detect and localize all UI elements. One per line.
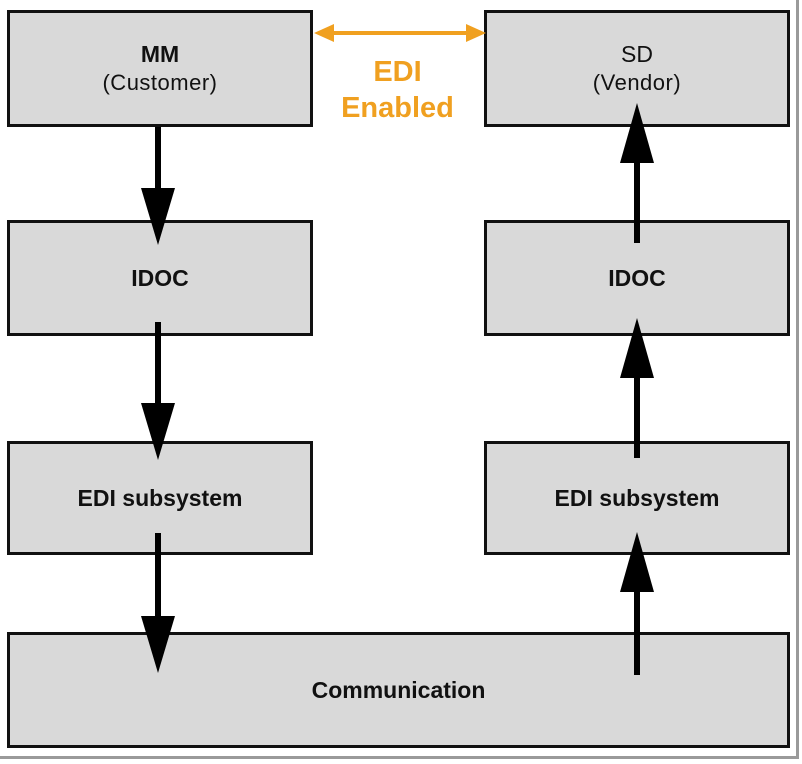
box-edi-subsystem-right-title: EDI subsystem bbox=[554, 484, 720, 511]
box-mm-title: MM bbox=[140, 41, 180, 68]
box-communication: Communication bbox=[7, 632, 790, 748]
edi-label-line2: Enabled bbox=[341, 92, 454, 125]
box-mm-subtitle: (Customer) bbox=[102, 70, 218, 96]
box-sd-subtitle: (Vendor) bbox=[592, 70, 682, 96]
arrow-mm-to-idoc bbox=[141, 127, 175, 245]
box-edi-subsystem-left-title: EDI subsystem bbox=[77, 484, 243, 511]
arrow-edi-left-to-communication bbox=[141, 533, 175, 673]
box-mm-customer: MM (Customer) bbox=[7, 10, 313, 127]
box-sd-title: SD bbox=[621, 41, 653, 68]
edi-enabled-label: EDI Enabled bbox=[330, 54, 465, 127]
box-idoc-right-title: IDOC bbox=[608, 264, 666, 291]
box-idoc-left-title: IDOC bbox=[131, 264, 189, 291]
edi-enabled-double-arrow bbox=[314, 24, 486, 42]
arrow-communication-to-edi-right bbox=[620, 532, 654, 675]
arrow-edi-right-to-idoc bbox=[620, 318, 654, 458]
edi-label-line1: EDI bbox=[373, 56, 422, 88]
arrow-idoc-to-edi-left bbox=[141, 322, 175, 460]
arrow-idoc-to-sd bbox=[620, 103, 654, 243]
box-communication-title: Communication bbox=[311, 676, 486, 703]
